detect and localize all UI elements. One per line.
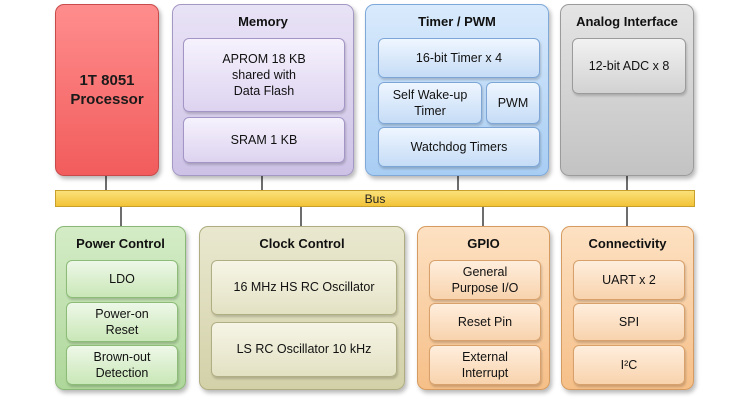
- gpio-general: General Purpose I/O: [429, 260, 541, 300]
- timer-16bit: 16-bit Timer x 4: [378, 38, 540, 78]
- gpio-external-interrupt-label: External Interrupt: [461, 349, 509, 380]
- power-control-block: Power Control LDO Power-on Reset Brown-o…: [55, 226, 186, 390]
- power-on-reset-label: Power-on Reset: [95, 306, 149, 337]
- bus-bar: Bus: [55, 190, 695, 207]
- power-brown-out: Brown-out Detection: [66, 345, 178, 385]
- power-on-reset: Power-on Reset: [66, 302, 178, 342]
- connectivity-bus-connector: [626, 207, 628, 227]
- gpio-general-label: General Purpose I/O: [451, 264, 519, 295]
- gpio-bus-connector: [482, 207, 484, 227]
- analog-interface-block: Analog Interface 12-bit ADC x 8: [560, 4, 694, 176]
- memory-aprom-label: APROM 18 KB shared with Data Flash: [222, 51, 306, 99]
- gpio-title: GPIO: [467, 236, 500, 251]
- timer-self-wakeup: Self Wake-up Timer: [378, 82, 482, 124]
- clock-control-title: Clock Control: [259, 236, 345, 251]
- connectivity-spi-label: SPI: [618, 314, 640, 329]
- power-ldo-label: LDO: [109, 271, 135, 286]
- memory-block: Memory APROM 18 KB shared with Data Flas…: [172, 4, 354, 176]
- power-ldo: LDO: [66, 260, 178, 298]
- memory-sram: SRAM 1 KB: [183, 117, 345, 163]
- gpio-reset-pin: Reset Pin: [429, 303, 541, 341]
- processor-block: 1T 8051 Processor: [55, 4, 159, 176]
- timer-pwm-block: Timer / PWM 16-bit Timer x 4 Self Wake-u…: [365, 4, 549, 176]
- timer-pwm-title: Timer / PWM: [418, 14, 496, 29]
- timer-watchdog: Watchdog Timers: [378, 127, 540, 167]
- gpio-external-interrupt: External Interrupt: [429, 345, 541, 385]
- analog-adc: 12-bit ADC x 8: [572, 38, 686, 94]
- bus-label: Bus: [364, 191, 386, 206]
- connectivity-uart: UART x 2: [573, 260, 685, 300]
- memory-title: Memory: [238, 14, 288, 29]
- connectivity-spi: SPI: [573, 303, 685, 341]
- power-control-title: Power Control: [76, 236, 165, 251]
- memory-bus-connector: [261, 170, 263, 190]
- clock-bus-connector: [300, 207, 302, 227]
- connectivity-title: Connectivity: [588, 236, 667, 251]
- connectivity-i2c-label: I²C: [620, 357, 638, 372]
- processor-label: 1T 8051 Processor: [70, 71, 144, 109]
- power-brown-out-label: Brown-out Detection: [93, 349, 151, 380]
- connectivity-block: Connectivity UART x 2 SPI I²C: [561, 226, 694, 390]
- timer-self-wakeup-label: Self Wake-up Timer: [392, 87, 468, 118]
- analog-bus-connector: [626, 170, 628, 190]
- processor-bus-connector: [105, 170, 107, 190]
- gpio-block: GPIO General Purpose I/O Reset Pin Exter…: [417, 226, 550, 390]
- timer-pwm: PWM: [486, 82, 540, 124]
- gpio-reset-pin-label: Reset Pin: [457, 314, 513, 329]
- timer-pwm-label: PWM: [497, 95, 529, 110]
- clock-hs-rc: 16 MHz HS RC Oscillator: [211, 260, 397, 315]
- clock-ls-rc-label: LS RC Oscillator 10 kHz: [236, 342, 372, 357]
- analog-adc-label: 12-bit ADC x 8: [588, 58, 670, 73]
- connectivity-uart-label: UART x 2: [602, 272, 656, 287]
- timer-16bit-label: 16-bit Timer x 4: [415, 50, 503, 65]
- clock-ls-rc: LS RC Oscillator 10 kHz: [211, 322, 397, 377]
- memory-sram-label: SRAM 1 KB: [230, 132, 298, 147]
- timer-watchdog-label: Watchdog Timers: [410, 139, 508, 154]
- clock-hs-rc-label: 16 MHz HS RC Oscillator: [233, 280, 375, 295]
- power-bus-connector: [120, 207, 122, 227]
- clock-control-block: Clock Control 16 MHz HS RC Oscillator LS…: [199, 226, 405, 390]
- memory-aprom: APROM 18 KB shared with Data Flash: [183, 38, 345, 112]
- timer-bus-connector: [457, 170, 459, 190]
- analog-interface-title: Analog Interface: [576, 14, 678, 29]
- connectivity-i2c: I²C: [573, 345, 685, 385]
